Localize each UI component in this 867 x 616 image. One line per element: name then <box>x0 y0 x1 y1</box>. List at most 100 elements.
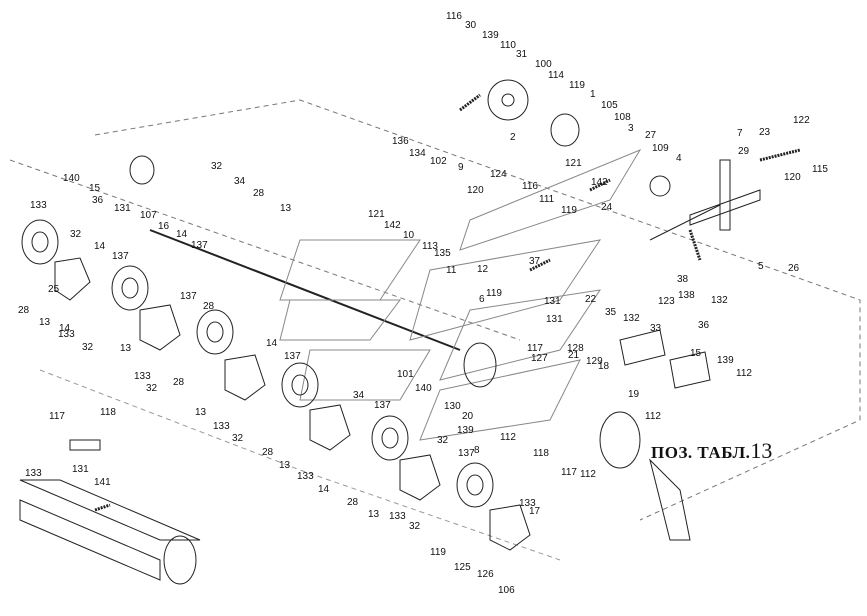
part-number-label: 100 <box>535 59 552 70</box>
part-number-label: 133 <box>519 498 536 509</box>
part-number-label: 13 <box>120 343 132 354</box>
part-number-label: 29 <box>738 146 750 157</box>
part-number-label: 28 <box>18 305 30 316</box>
part-number-label: 15 <box>690 348 702 359</box>
part-number-label: 32 <box>232 433 244 444</box>
part-number-label: 126 <box>477 569 494 580</box>
part-number-label: 18 <box>598 361 610 372</box>
part-number-label: 117 <box>527 343 543 354</box>
part-number-label: 132 <box>711 295 728 306</box>
part-number-label: 127 <box>531 353 548 364</box>
part-number-label: 139 <box>482 30 499 41</box>
part-number-label: 20 <box>462 411 474 422</box>
part-number-label: 112 <box>736 368 752 379</box>
part-number-label: 110 <box>500 40 516 51</box>
part-number-label: 34 <box>234 176 246 187</box>
part-number-label: 21 <box>568 350 580 361</box>
part-number-label: 140 <box>415 383 432 394</box>
part-number-label: 25 <box>48 284 60 295</box>
part-number-label: 137 <box>374 400 391 411</box>
part-number-label: 116 <box>522 181 538 192</box>
part-number-label: 28 <box>262 447 274 458</box>
part-number-label: 109 <box>652 143 669 154</box>
part-number-label: 131 <box>544 296 561 307</box>
part-number-label: 141 <box>94 477 111 488</box>
part-number-label: 137 <box>458 448 475 459</box>
part-number-label: 14 <box>318 484 330 495</box>
part-number-label: 133 <box>58 329 75 340</box>
part-number-label: 142 <box>591 177 608 188</box>
part-number-label: 139 <box>717 355 734 366</box>
part-number-label: 117 <box>49 411 65 422</box>
part-number-label: 1 <box>590 89 596 100</box>
part-number-label: 28 <box>347 497 359 508</box>
part-number-label: 131 <box>72 464 89 475</box>
part-number-label: 119 <box>430 547 446 558</box>
part-number-label: 115 <box>812 164 828 175</box>
part-number-label: 13 <box>279 460 291 471</box>
part-number-label: 119 <box>569 80 585 91</box>
part-number-label: 24 <box>601 202 613 213</box>
part-number-label: 11 <box>446 265 457 276</box>
part-number-label: 9 <box>458 162 464 173</box>
part-number-label: 28 <box>203 301 215 312</box>
part-number-label: 118 <box>533 448 549 459</box>
part-number-label: 136 <box>392 136 409 147</box>
part-number-label: 119 <box>561 205 577 216</box>
part-number-label: 131 <box>114 203 131 214</box>
part-number-label: 13 <box>368 509 380 520</box>
part-number-label: 119 <box>486 288 502 299</box>
part-number-label: 116 <box>446 11 462 22</box>
part-number-label: 14 <box>266 338 278 349</box>
part-number-label: 33 <box>650 323 662 334</box>
part-number-label: 133 <box>389 511 406 522</box>
part-number-label: 3 <box>628 123 634 134</box>
part-number-label: 23 <box>759 127 771 138</box>
part-number-label: 32 <box>437 435 449 446</box>
part-number-label: 22 <box>585 294 597 305</box>
part-number-label: 13 <box>39 317 51 328</box>
part-number-label: 118 <box>100 407 116 418</box>
part-number-label: 121 <box>565 158 582 169</box>
part-number-label: 142 <box>384 220 401 231</box>
part-number-label: 26 <box>788 263 800 274</box>
part-number-label: 19 <box>628 389 640 400</box>
part-number-label: 15 <box>89 183 101 194</box>
part-number-label: 38 <box>677 274 689 285</box>
part-number-label: 112 <box>500 432 516 443</box>
part-number-label: 108 <box>614 112 631 123</box>
part-number-label: 14 <box>94 241 106 252</box>
part-number-label: 107 <box>140 210 157 221</box>
part-number-label: 130 <box>444 401 461 412</box>
part-number-label: 112 <box>645 411 661 422</box>
part-number-label: 7 <box>737 128 743 139</box>
caption-number: 13 <box>750 438 773 463</box>
part-number-label: 139 <box>457 425 474 436</box>
part-number-label: 120 <box>467 185 484 196</box>
part-number-label: 138 <box>678 290 695 301</box>
part-number-label: 131 <box>546 314 563 325</box>
part-number-label: 124 <box>490 169 507 180</box>
part-number-label: 134 <box>409 148 426 159</box>
part-number-label: 129 <box>586 356 603 367</box>
part-number-label: 28 <box>173 377 185 388</box>
part-number-label: 113 <box>422 241 438 252</box>
caption-text: ПОЗ. ТАБЛ. <box>651 443 751 462</box>
part-number-label: 122 <box>793 115 810 126</box>
part-number-label: 125 <box>454 562 471 573</box>
part-number-label: 128 <box>567 343 584 354</box>
part-number-label: 135 <box>434 248 451 259</box>
part-number-label: 2 <box>510 132 516 143</box>
part-number-label: 4 <box>676 153 682 164</box>
part-number-label: 102 <box>430 156 447 167</box>
part-number-label: 133 <box>213 421 230 432</box>
part-number-label: 36 <box>698 320 710 331</box>
part-number-label: 114 <box>548 70 564 81</box>
part-number-label: 117 <box>561 467 577 478</box>
part-number-label: 8 <box>474 445 480 456</box>
part-number-label: 133 <box>25 468 42 479</box>
part-number-label: 13 <box>280 203 292 214</box>
part-number-label: 132 <box>623 313 640 324</box>
part-number-label: 133 <box>297 471 314 482</box>
